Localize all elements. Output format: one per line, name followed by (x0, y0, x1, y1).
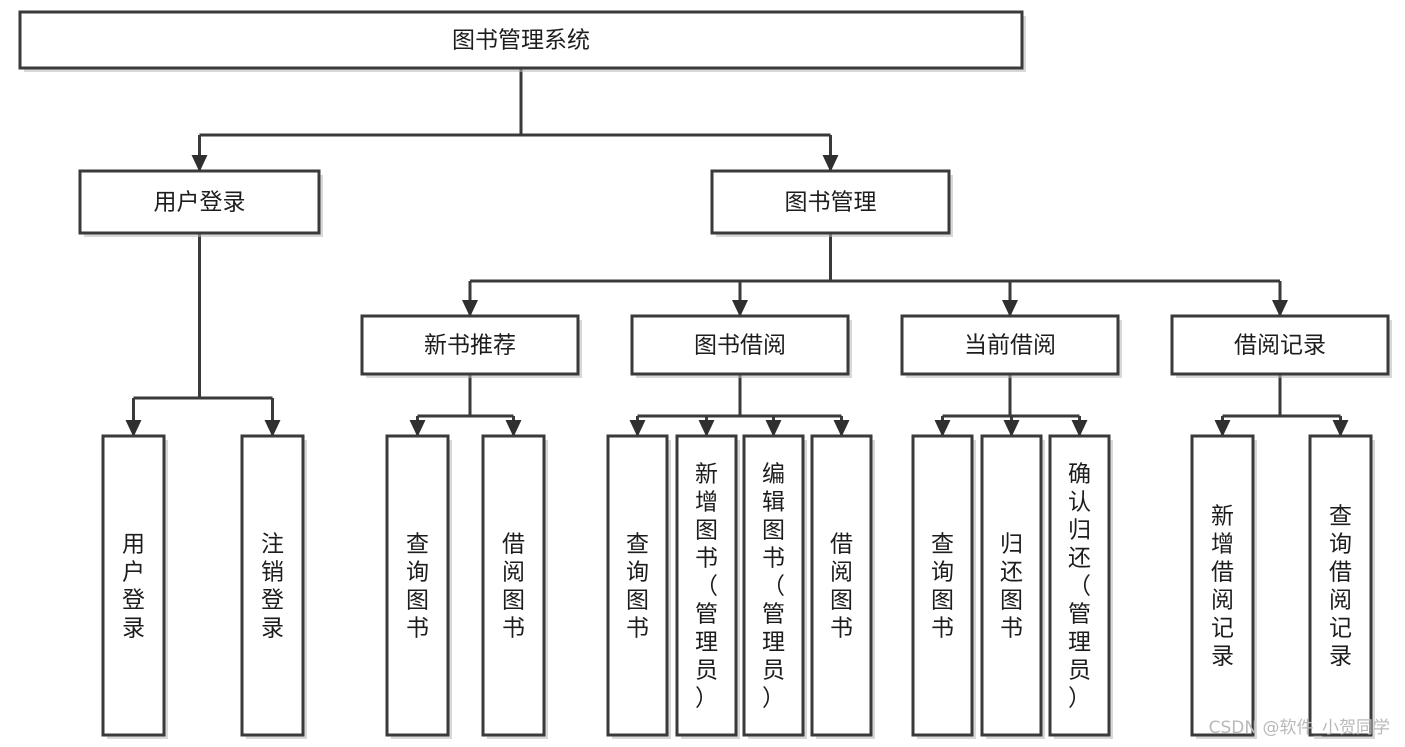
node-recommend-query-book[interactable]: 查询图书 (385, 434, 452, 739)
node-label: 图书借阅 (694, 333, 786, 359)
node-borrow-borrow-book[interactable]: 借阅图书 (810, 434, 875, 739)
node-label: 查询图书 (626, 531, 649, 641)
arrow-head-icon (125, 420, 142, 437)
node-borrow-edit-book[interactable]: 编辑图书（管理员） (742, 434, 807, 739)
node-user-login[interactable]: 用户登录 (78, 169, 323, 237)
nodes-layer: 图书管理系统用户登录用户登录注销登录图书管理新书推荐查询图书借阅图书图书借阅查询… (18, 10, 1392, 739)
node-label: 查询借阅记录 (1329, 503, 1352, 669)
arrow-head-icon (1002, 300, 1018, 317)
node-box[interactable] (1048, 434, 1111, 737)
node-user-logout-leaf[interactable]: 注销登录 (240, 434, 307, 739)
node-label: 用户登录 (154, 190, 246, 216)
node-new-book-recommend[interactable]: 新书推荐 (360, 314, 582, 378)
node-label: 图书管理系统 (452, 28, 590, 54)
connectors-layer (125, 68, 1349, 437)
arrow-head-icon (1003, 420, 1020, 437)
node-label: 编辑图书（管理员） (762, 461, 785, 711)
arrow-head-icon (1332, 420, 1349, 437)
node-box[interactable] (240, 434, 305, 737)
node-label: 查询图书 (931, 531, 954, 641)
node-user-login-leaf[interactable]: 用户登录 (101, 434, 168, 739)
node-label: 借阅记录 (1234, 333, 1326, 359)
node-box[interactable] (710, 169, 951, 235)
node-label: 新增借阅记录 (1211, 503, 1234, 669)
node-record-query[interactable]: 查询借阅记录 (1308, 434, 1375, 739)
node-book-borrow[interactable]: 图书借阅 (630, 314, 852, 378)
node-label: 注销登录 (261, 531, 284, 641)
node-record-add[interactable]: 新增借阅记录 (1190, 434, 1257, 739)
node-box[interactable] (1308, 434, 1373, 737)
node-box[interactable] (78, 169, 321, 235)
node-box[interactable] (481, 434, 546, 737)
node-recommend-borrow-book[interactable]: 借阅图书 (481, 434, 548, 739)
arrow-head-icon (629, 420, 646, 437)
node-label: 新增图书（管理员） (695, 461, 718, 711)
arrow-head-icon (732, 300, 748, 317)
node-box[interactable] (101, 434, 166, 737)
node-box[interactable] (900, 314, 1120, 376)
arrow-head-icon (1272, 300, 1288, 317)
arrow-head-icon (505, 420, 522, 437)
arrow-head-icon (264, 420, 281, 437)
node-label: 用户登录 (122, 531, 145, 641)
arrow-head-icon (765, 420, 782, 437)
node-book-management[interactable]: 图书管理 (710, 169, 953, 237)
node-box[interactable] (911, 434, 974, 737)
node-label: 归还图书 (1000, 531, 1023, 641)
arrow-head-icon (833, 420, 850, 437)
node-box[interactable] (606, 434, 669, 737)
node-root[interactable]: 图书管理系统 (18, 10, 1026, 72)
arrow-head-icon (698, 420, 715, 437)
arrow-head-icon (1214, 420, 1231, 437)
node-current-borrow[interactable]: 当前借阅 (900, 314, 1122, 378)
csdn-watermark: CSDN @软件_小贺同学 (1209, 718, 1390, 738)
arrow-head-icon (462, 300, 478, 317)
node-current-return-book[interactable]: 归还图书 (980, 434, 1045, 739)
node-box[interactable] (360, 314, 580, 376)
arrow-head-icon (1071, 420, 1088, 437)
arrow-head-icon (191, 155, 208, 172)
node-box[interactable] (1190, 434, 1255, 737)
node-borrow-query-book[interactable]: 查询图书 (606, 434, 671, 739)
node-borrow-records[interactable]: 借阅记录 (1170, 314, 1392, 378)
node-box[interactable] (385, 434, 450, 737)
node-box[interactable] (980, 434, 1043, 737)
node-borrow-add-book[interactable]: 新增图书（管理员） (675, 434, 740, 739)
node-box[interactable] (1170, 314, 1390, 376)
node-box[interactable] (675, 434, 738, 737)
node-box[interactable] (742, 434, 805, 737)
node-label: 借阅图书 (502, 531, 525, 641)
node-label: 查询图书 (406, 531, 429, 641)
node-label: 图书管理 (785, 190, 877, 216)
node-current-query-book[interactable]: 查询图书 (911, 434, 976, 739)
node-label: 借阅图书 (830, 531, 853, 641)
arrow-head-icon (822, 155, 839, 172)
node-box[interactable] (18, 10, 1024, 70)
node-box[interactable] (810, 434, 873, 737)
node-label: 新书推荐 (424, 333, 516, 359)
arrow-head-icon (934, 420, 951, 437)
node-label: 确认归还（管理员） (1068, 461, 1091, 711)
arrow-head-icon (409, 420, 426, 437)
node-box[interactable] (630, 314, 850, 376)
node-current-confirm-return[interactable]: 确认归还（管理员） (1048, 434, 1113, 739)
node-label: 当前借阅 (964, 333, 1056, 359)
